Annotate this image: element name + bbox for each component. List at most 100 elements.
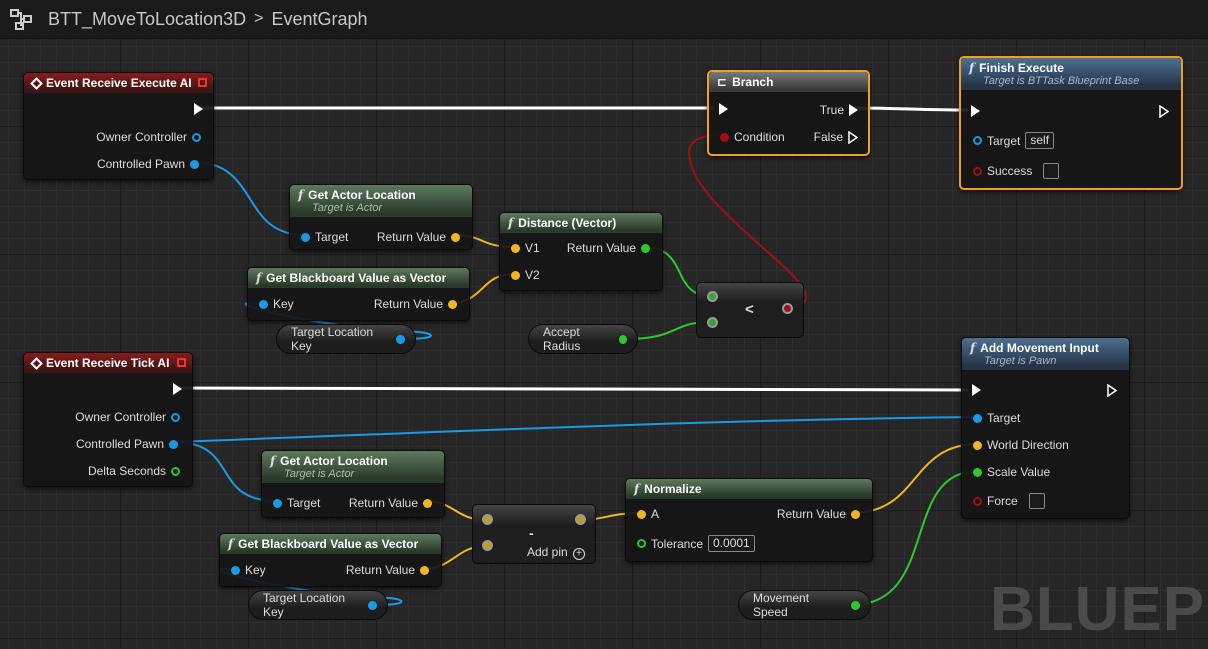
- tolerance-pin[interactable]: Tolerance 0.0001: [637, 535, 755, 552]
- pin-label: Controlled Pawn: [75, 437, 164, 451]
- exec-outline-icon: [1107, 384, 1117, 397]
- vector-pin-b-icon[interactable]: [482, 540, 493, 551]
- exec-out-pin[interactable]: [173, 383, 182, 395]
- force-checkbox[interactable]: [1028, 493, 1045, 509]
- vector-pin-icon: [423, 498, 432, 508]
- false-pin[interactable]: False: [814, 130, 858, 144]
- add-pin-button[interactable]: Add pin +: [527, 545, 586, 560]
- target-pin[interactable]: Target self: [973, 132, 1055, 149]
- object-pin-icon: [973, 413, 982, 423]
- float-pin-b-icon[interactable]: [707, 317, 718, 328]
- pin-label: Return Value: [348, 496, 418, 510]
- pin-label: Return Value: [776, 507, 846, 521]
- pin-label: Controlled Pawn: [96, 157, 185, 171]
- variable-label: Target Location Key: [263, 591, 346, 619]
- vector-pin-icon: [420, 565, 429, 575]
- owner-controller-pin[interactable]: Owner Controller: [75, 410, 180, 424]
- event-icon: [30, 356, 43, 370]
- key-pin[interactable]: Key: [231, 563, 266, 577]
- float-wire-speed-scale: [850, 470, 979, 606]
- bool-pin-out-icon[interactable]: [782, 303, 793, 314]
- node-subtitle: Target is BTTask Blueprint Base: [983, 75, 1140, 87]
- float-pin-icon: [637, 539, 646, 548]
- vector-pin-a-icon[interactable]: [482, 514, 493, 525]
- pin-label: Return Value: [345, 563, 415, 577]
- delta-seconds-pin[interactable]: Delta Seconds: [88, 464, 180, 478]
- movement-speed-variable[interactable]: Movement Speed: [738, 590, 871, 620]
- struct-pin-icon: [231, 565, 240, 575]
- owner-controller-pin[interactable]: Owner Controller: [96, 130, 201, 144]
- force-pin[interactable]: Force: [973, 493, 1045, 509]
- return-value-pin[interactable]: Return Value: [567, 241, 650, 255]
- target-pin[interactable]: Target: [301, 230, 348, 244]
- vector-pin-icon: [973, 440, 982, 450]
- return-value-pin[interactable]: Return Value: [349, 496, 432, 510]
- less-than-node[interactable]: <: [696, 282, 804, 338]
- target-pin[interactable]: Target: [973, 411, 1020, 425]
- node-header: Event Receive Execute AI: [24, 73, 213, 93]
- branch-node[interactable]: ⊏Branch Condition True False: [707, 70, 870, 156]
- breadcrumb-graph[interactable]: EventGraph: [271, 8, 368, 29]
- event-icon: [30, 76, 43, 90]
- pin-label: Key: [273, 297, 294, 311]
- bool-pin-icon: [973, 166, 982, 176]
- success-checkbox[interactable]: [1043, 163, 1060, 179]
- controlled-pawn-pin[interactable]: Controlled Pawn: [97, 157, 199, 171]
- exec-out-pin[interactable]: [1107, 384, 1117, 397]
- function-icon: f: [256, 271, 262, 285]
- scale-value-pin[interactable]: Scale Value: [973, 465, 1050, 479]
- v1-pin[interactable]: V1: [511, 241, 540, 255]
- controlled-pawn-pin[interactable]: Controlled Pawn: [76, 437, 178, 451]
- node-title: Get Actor Location: [308, 188, 416, 202]
- success-pin[interactable]: Success: [973, 163, 1060, 179]
- return-value-pin[interactable]: Return Value: [377, 230, 460, 244]
- exec-out-pin[interactable]: [194, 103, 203, 115]
- vector-pin-icon: [451, 232, 460, 242]
- function-icon: f: [270, 454, 276, 468]
- node-header: Event Receive Tick AI: [24, 353, 192, 373]
- key-pin[interactable]: Key: [259, 297, 294, 311]
- vector-pin-icon: [637, 509, 646, 519]
- world-direction-pin[interactable]: World Direction: [973, 438, 1069, 452]
- exec-in-pin[interactable]: [972, 384, 981, 396]
- node-title: Distance (Vector): [518, 216, 617, 230]
- true-pin[interactable]: True: [820, 103, 858, 117]
- exec-in-pin[interactable]: [719, 103, 728, 115]
- target-location-key-variable-1[interactable]: Target Location Key: [276, 324, 416, 354]
- object-pin-icon: [169, 439, 178, 449]
- target-pin[interactable]: Target: [273, 496, 320, 510]
- accept-radius-variable[interactable]: Accept Radius: [528, 324, 638, 354]
- exec-out-pin[interactable]: [1159, 105, 1169, 118]
- target-default-value[interactable]: self: [1025, 132, 1055, 149]
- event-receive-tick-ai-node[interactable]: Event Receive Tick AI Owner Controller C…: [23, 352, 193, 487]
- return-value-pin[interactable]: Return Value: [346, 563, 429, 577]
- subtract-node[interactable]: - Add pin +: [472, 504, 596, 564]
- exec-in-pin[interactable]: [971, 105, 980, 117]
- node-title: Finish Execute: [979, 61, 1064, 75]
- condition-pin[interactable]: Condition: [720, 130, 785, 144]
- target-location-key-variable-2[interactable]: Target Location Key: [248, 590, 388, 620]
- exec-icon: [173, 383, 182, 395]
- v2-pin[interactable]: V2: [511, 268, 540, 282]
- pin-label: Force: [987, 494, 1018, 508]
- event-receive-execute-ai-node[interactable]: Event Receive Execute AI Owner Controlle…: [23, 72, 214, 180]
- breadcrumb-asset[interactable]: BTT_MoveToLocation3D: [48, 8, 247, 29]
- a-pin[interactable]: A: [637, 507, 659, 521]
- exec-outline-icon: [1159, 105, 1169, 118]
- vector-pin-out-icon[interactable]: [575, 514, 586, 525]
- exec-icon: [194, 103, 203, 115]
- float-pin-a-icon[interactable]: [707, 291, 718, 302]
- return-value-pin[interactable]: Return Value: [374, 297, 457, 311]
- pin-label: V1: [525, 241, 540, 255]
- return-value-pin[interactable]: Return Value: [777, 507, 860, 521]
- tolerance-value-field[interactable]: 0.0001: [708, 535, 755, 552]
